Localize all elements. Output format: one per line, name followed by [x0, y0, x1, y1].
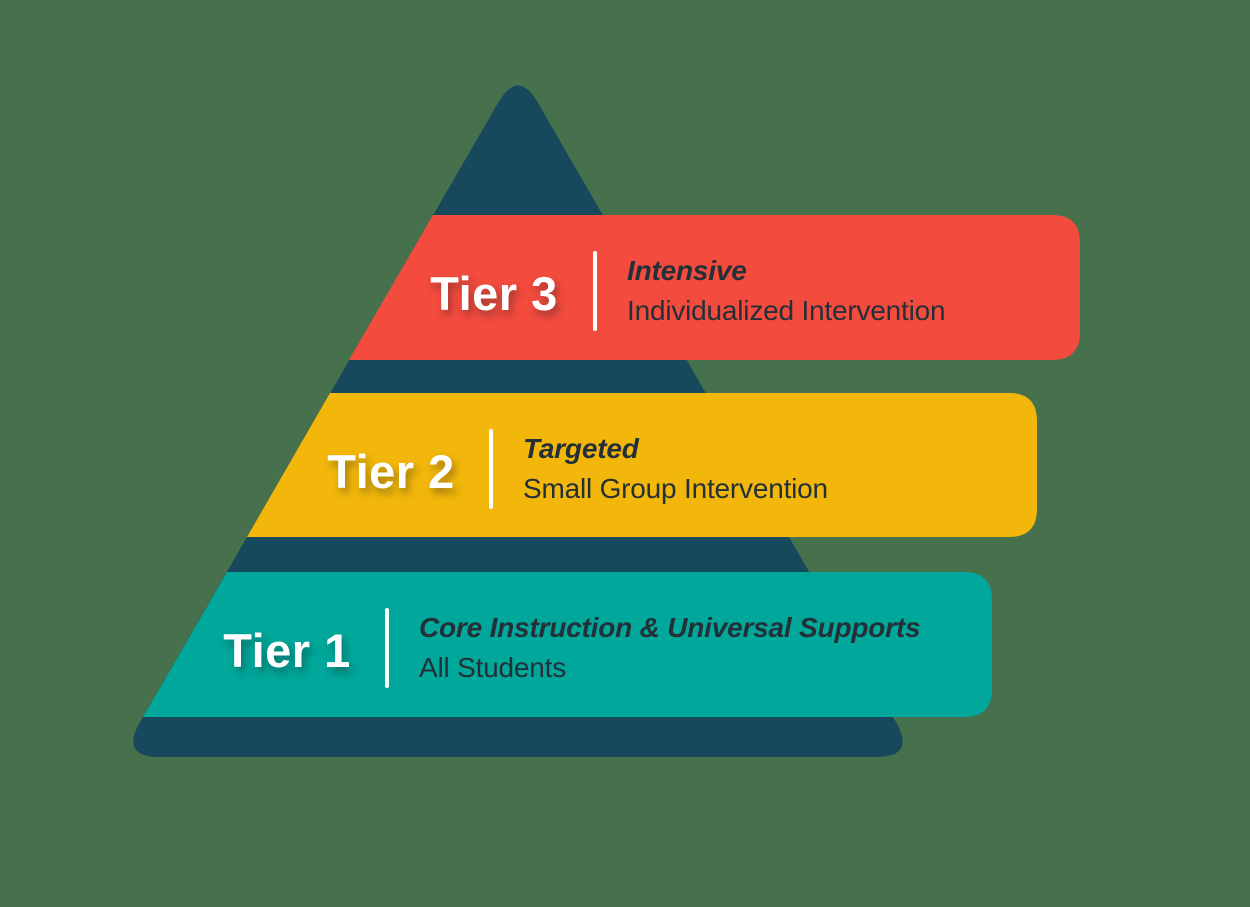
tier3-label: Tier 3 [430, 267, 558, 320]
tier2-divider-line [489, 429, 493, 509]
tier3-subtitle: Intensive Individualized Intervention [627, 215, 946, 360]
tier3-band-shape [349, 215, 1080, 360]
tier1-divider-line [385, 608, 389, 688]
tier1-subtitle: Core Instruction & Universal Supports Al… [419, 572, 921, 717]
tier1-label: Tier 1 [223, 624, 351, 677]
tier3-emphasis-text: Intensive [627, 254, 747, 286]
tier2-emphasis-text: Targeted [523, 432, 639, 464]
tier3-description-text: Individualized Intervention [627, 294, 946, 326]
tier1-band-shape [143, 572, 992, 717]
tier1-emphasis-text: Core Instruction & Universal Supports [419, 611, 921, 643]
tier3-divider-line [593, 251, 597, 331]
tier2-band-shape [247, 393, 1037, 537]
tier2-description-text: Small Group Intervention [523, 472, 828, 504]
tier2-label: Tier 2 [327, 445, 455, 498]
tier2-subtitle: Targeted Small Group Intervention [523, 393, 828, 538]
tier1-description-text: All Students [419, 651, 567, 683]
